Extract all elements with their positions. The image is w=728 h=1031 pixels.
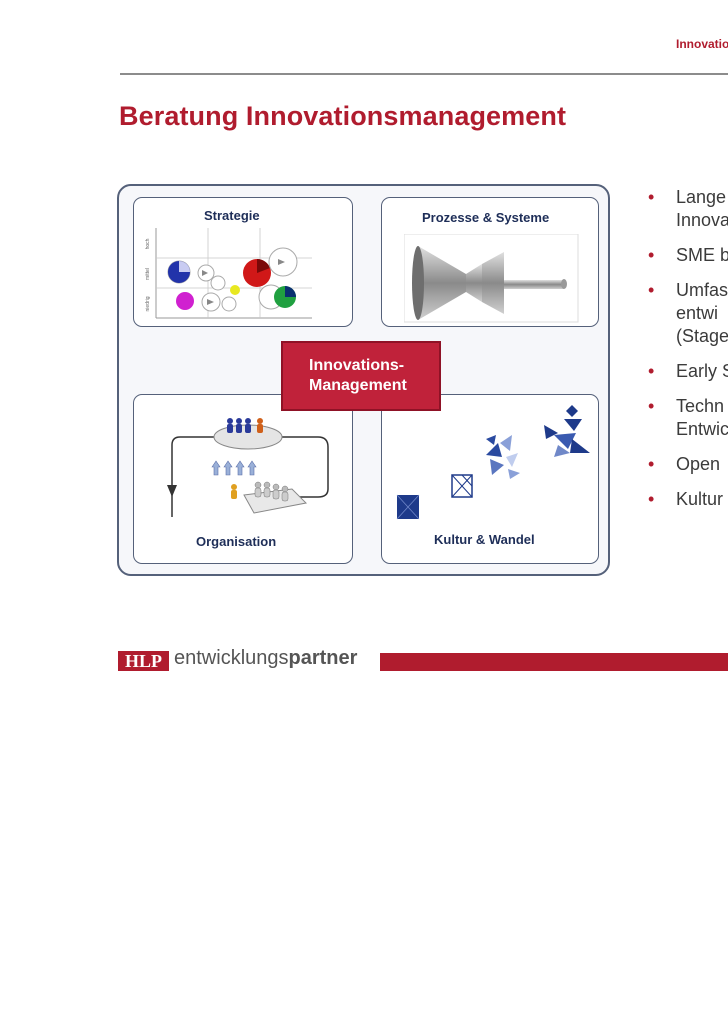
tangram-square-icon [396,494,420,520]
matrix-y-label-high: hoch [145,238,151,249]
tangram-scattered-icon [486,435,520,479]
bullet-item: • Kultur [648,488,728,511]
panel-organisation: Organisation [133,394,353,564]
panel-kultur-wandel: Kultur & Wandel [381,394,599,564]
footer-red-bar [380,653,728,671]
panel-label-organisation: Organisation [196,534,277,549]
panel-label-prozesse-systeme: Prozesse & Systeme [422,210,550,225]
bullet-text-line: (Stage [676,326,728,346]
tangram-transformation-graphic [396,405,590,520]
portfolio-bubble [221,296,237,312]
center-label-line-2: Management [309,377,407,394]
company-name-bold: partner [288,647,358,669]
bullet-dot-icon: • [648,361,655,381]
panel-label-strategie: Strategie [204,208,260,223]
bullet-text-line: entwi [676,303,719,323]
bullet-text-line: Techn [676,396,725,416]
portfolio-matrix: hoch mittel niedrig niedrig mittel hoch [145,228,312,319]
bullet-text-line: Kultur [676,489,724,509]
panel-strategie: Strategie hoch mittel niedrig niedrig mi… [133,197,353,327]
bullet-list: • Lange Innova • SME b • Umfas entwi (St… [648,186,728,511]
bullet-dot-icon: • [648,489,655,509]
center-label-line-1: Innovations- [309,357,405,374]
bullet-dot-icon: • [648,454,655,474]
tangram-figure-icon [544,405,590,457]
funnel-pipe-graphic [404,234,579,323]
header-divider [120,73,728,75]
matrix-y-label-low: niedrig [145,296,151,311]
people-group-icon [231,481,289,502]
bullet-text-line: Umfas [676,280,728,300]
tangram-square-icon [451,474,473,498]
company-name-light: entwicklungs [174,647,289,669]
panel-label-kultur-wandel: Kultur & Wandel [434,532,535,547]
page-title: Beratung Innovationsmanagement [119,101,567,131]
exchange-arrows-icon [211,460,257,476]
bullet-dot-icon: • [648,245,655,265]
panel-prozesse-systeme: Prozesse & Systeme [381,197,599,327]
company-name: entwicklungspartner [174,647,357,670]
bullet-dot-icon: • [648,396,655,416]
organisation-cycle-graphic [167,418,329,517]
portfolio-bubble [210,275,226,291]
bullet-dot-icon: • [648,280,655,300]
bullet-text-line: Innova [676,210,728,230]
bullet-item: • Early S [648,360,728,383]
bullet-item: • Umfas entwi (Stage [648,279,728,348]
bullet-dot-icon: • [648,187,655,207]
bullet-item: • Lange Innova [648,186,728,232]
bullet-item: • Techn Entwic [648,395,728,441]
portfolio-bubble [176,292,194,310]
header-label: Innovatio [676,37,728,51]
bullet-text-line: SME b [676,245,728,265]
hlp-logo: HLP [118,651,169,671]
bullet-item: • Open [648,453,728,476]
bullet-text-line: Early S [676,361,728,381]
bullet-text-line: Entwic [676,419,728,439]
bullet-text-line: Open [676,454,721,474]
innovation-management-center: Innovations- Management [281,341,441,411]
portfolio-bubble [230,285,240,295]
bullet-item: • SME b [648,244,728,267]
bullet-text-line: Lange [676,187,727,207]
matrix-y-label-mid: mittel [145,268,151,280]
footer-brand-bar: HLP entwicklungspartner [118,647,728,673]
people-group-icon [227,418,263,433]
